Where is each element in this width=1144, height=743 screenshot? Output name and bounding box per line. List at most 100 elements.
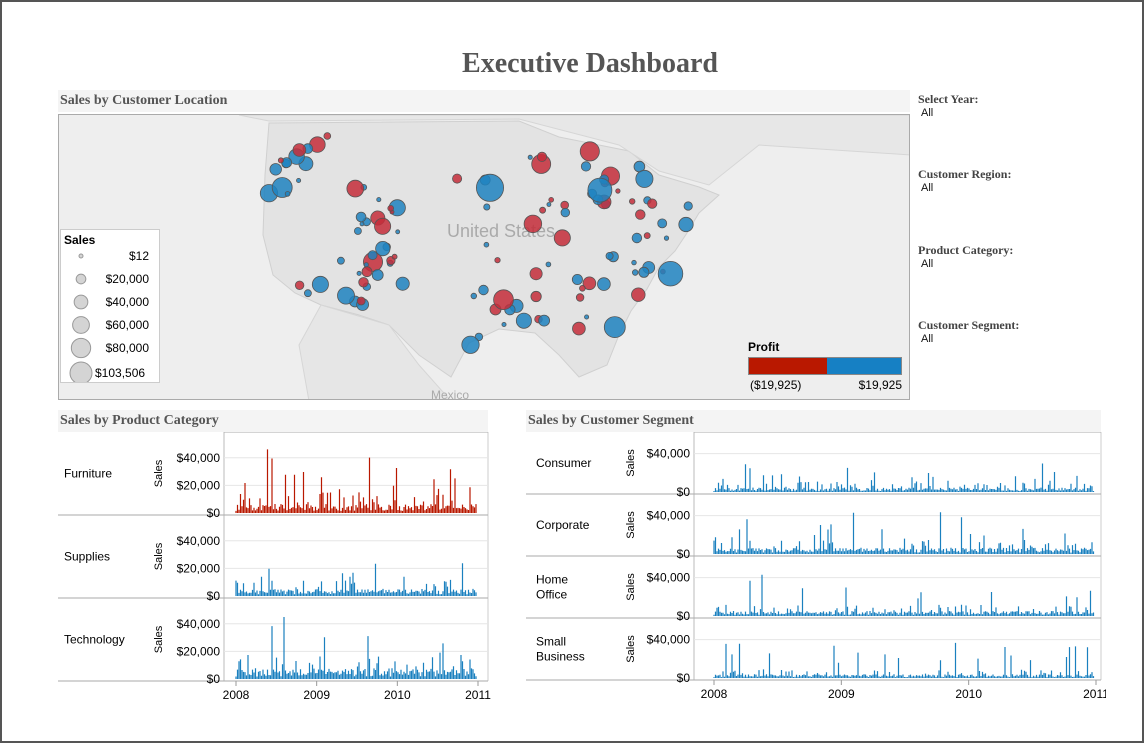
map-sales-marker[interactable] (346, 179, 365, 198)
map-sales-marker[interactable] (638, 266, 650, 278)
map-sales-marker[interactable] (470, 292, 477, 300)
filter-segment[interactable]: Customer Segment: All (918, 318, 1118, 345)
map-sales-marker[interactable] (515, 312, 532, 329)
map-sales-marker[interactable] (277, 157, 284, 164)
filter-category-value[interactable]: All (921, 258, 934, 270)
map-sales-marker[interactable] (615, 188, 621, 194)
map-sales-marker[interactable] (478, 284, 489, 296)
map-sales-marker[interactable] (548, 197, 555, 203)
map-sales-marker[interactable] (374, 217, 392, 235)
map-sales-marker[interactable] (580, 161, 592, 172)
map-sales-marker[interactable] (582, 276, 597, 291)
map-sales-marker[interactable] (363, 262, 369, 268)
map-sales-marker[interactable] (545, 261, 552, 268)
sales-map[interactable]: United States Mexico (58, 114, 910, 400)
map-sales-marker[interactable] (632, 269, 639, 276)
series-bars[interactable] (713, 463, 1095, 493)
map-sales-marker[interactable] (631, 259, 637, 266)
map-sales-marker[interactable] (579, 141, 600, 162)
map-sales-marker[interactable] (527, 154, 533, 160)
map-sales-marker[interactable] (631, 287, 646, 302)
series-bars[interactable] (713, 574, 1095, 616)
map-sales-marker[interactable] (546, 202, 552, 207)
map-sales-marker[interactable] (494, 257, 501, 264)
map-sales-marker[interactable] (395, 276, 410, 291)
map-sales-marker[interactable] (296, 178, 302, 184)
map-sales-marker[interactable] (683, 201, 693, 211)
map-sales-marker[interactable] (523, 214, 543, 234)
map-sales-marker[interactable] (353, 227, 362, 235)
map-sales-marker[interactable] (643, 232, 651, 239)
map-sales-marker[interactable] (371, 269, 384, 281)
map-canvas[interactable]: United States Mexico (59, 115, 910, 400)
map-sales-marker[interactable] (657, 260, 684, 287)
map-sales-marker[interactable] (395, 229, 401, 235)
series-bars[interactable] (235, 563, 477, 596)
map-sales-marker[interactable] (387, 205, 395, 212)
map-sales-marker[interactable] (560, 200, 570, 210)
map-sales-marker[interactable] (475, 173, 504, 202)
map-sales-markers[interactable] (259, 132, 694, 354)
map-sales-marker[interactable] (571, 273, 583, 285)
map-sales-marker[interactable] (572, 321, 586, 336)
map-sales-marker[interactable] (631, 232, 643, 244)
map-sales-marker[interactable] (292, 143, 307, 157)
map-sales-marker[interactable] (657, 218, 668, 229)
map-sales-marker[interactable] (635, 169, 654, 188)
filter-region-value[interactable]: All (921, 182, 934, 194)
map-sales-marker[interactable] (597, 277, 611, 291)
series-bars[interactable] (713, 642, 1095, 678)
map-sales-marker[interactable] (647, 198, 658, 209)
filter-region[interactable]: Customer Region: All (918, 167, 1118, 194)
map-sales-marker[interactable] (294, 280, 305, 291)
map-sales-marker[interactable] (303, 289, 312, 298)
filter-year-value[interactable]: All (921, 107, 934, 119)
map-sales-marker[interactable] (678, 216, 694, 233)
map-sales-marker[interactable] (629, 198, 636, 205)
map-sales-marker[interactable] (336, 256, 345, 265)
map-sales-marker[interactable] (530, 290, 542, 303)
map-sales-marker[interactable] (311, 275, 329, 293)
series-bars[interactable] (235, 449, 477, 513)
map-sales-marker[interactable] (356, 296, 366, 306)
map-sales-marker[interactable] (356, 270, 362, 276)
series-bars[interactable] (713, 512, 1095, 554)
map-sales-marker[interactable] (391, 253, 398, 260)
map-sales-marker[interactable] (538, 314, 551, 327)
map-sales-marker[interactable] (483, 241, 490, 248)
map-sales-marker[interactable] (355, 211, 367, 223)
map-sales-marker[interactable] (579, 285, 586, 292)
map-sales-marker[interactable] (536, 151, 548, 162)
map-sales-marker[interactable] (358, 277, 369, 288)
map-sales-marker[interactable] (587, 177, 613, 203)
map-sales-marker[interactable] (553, 229, 571, 247)
map-sales-marker[interactable] (501, 321, 507, 327)
map-sales-marker[interactable] (584, 314, 590, 320)
map-sales-marker[interactable] (483, 203, 491, 211)
map-sales-marker[interactable] (603, 316, 626, 339)
map-sales-marker[interactable] (337, 286, 355, 305)
map-sales-marker[interactable] (663, 235, 670, 241)
filter-category[interactable]: Product Category: All (918, 243, 1118, 270)
map-sales-marker[interactable] (376, 197, 382, 203)
map-sales-marker[interactable] (269, 163, 282, 176)
map-sales-marker[interactable] (461, 335, 480, 354)
map-sales-marker[interactable] (539, 206, 547, 214)
map-sales-marker[interactable] (361, 266, 373, 278)
map-sales-marker[interactable] (323, 132, 332, 140)
filter-year[interactable]: Select Year: All (918, 92, 1118, 119)
filter-segment-value[interactable]: All (921, 333, 934, 345)
map-sales-marker[interactable] (529, 267, 543, 281)
map-sales-marker[interactable] (635, 209, 646, 220)
map-sales-marker[interactable] (284, 191, 291, 197)
map-sales-marker[interactable] (560, 207, 571, 218)
map-sales-marker[interactable] (493, 289, 514, 311)
map-sales-marker[interactable] (575, 293, 585, 302)
map-sales-marker[interactable] (359, 221, 365, 227)
map-sales-marker[interactable] (367, 250, 378, 261)
map-sales-marker[interactable] (375, 241, 391, 257)
map-sales-marker[interactable] (452, 173, 463, 184)
series-bars[interactable] (235, 617, 477, 679)
